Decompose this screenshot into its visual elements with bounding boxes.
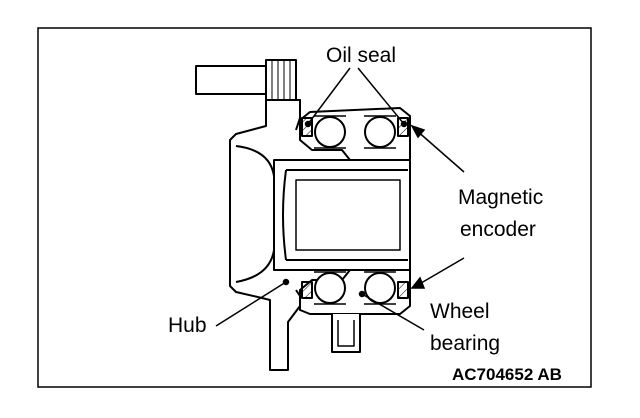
figure-code: AC704652 AB (452, 365, 562, 384)
leader-lines (215, 67, 465, 331)
hub-bolt (195, 59, 297, 101)
label-bearing: bearing (430, 332, 500, 355)
label-wheel: Wheel (430, 300, 490, 323)
oil-seal-right-bottom (397, 281, 409, 299)
wheel-bearing-balls-top (314, 115, 396, 149)
label-oil-seal: Oil seal (326, 44, 396, 67)
knuckle-tab (331, 314, 361, 353)
label-hub: Hub (168, 314, 207, 337)
hub-bore (273, 159, 411, 271)
wheel-bearing-balls-bottom (314, 271, 396, 305)
hub-assembly (195, 59, 411, 371)
figure-frame (37, 27, 592, 388)
label-magnetic: Magnetic (458, 186, 543, 209)
label-encoder: encoder (460, 218, 536, 241)
oil-seal-left-bottom (301, 281, 313, 299)
